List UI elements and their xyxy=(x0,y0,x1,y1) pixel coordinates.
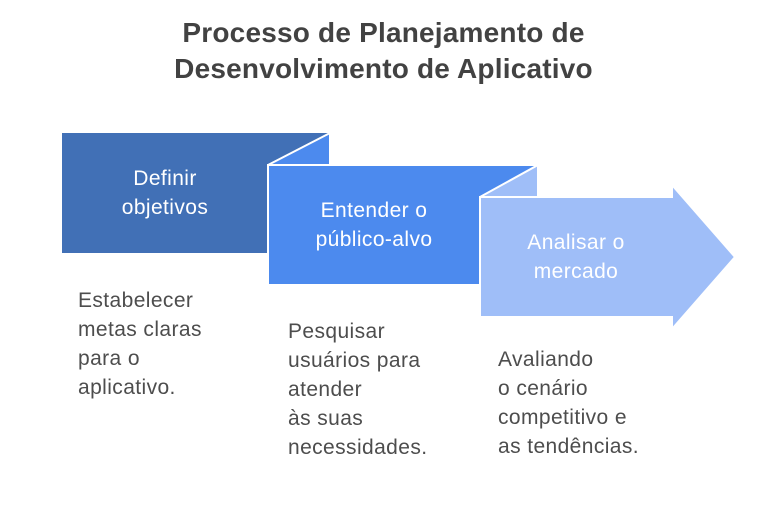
step3-description: Avaliando o cenário competitivo e as ten… xyxy=(498,348,640,458)
step2-label: Entender o público-alvo xyxy=(315,199,433,251)
step1-description: Estabelecer metas claras para o aplicati… xyxy=(78,289,202,399)
step3-arrow xyxy=(479,182,737,332)
step2-description: Pesquisar usuários para atender às suas … xyxy=(288,320,428,459)
step3-label: Analisar o mercado xyxy=(527,231,625,283)
diagram-title: Processo de Planejamento de Desenvolvime… xyxy=(174,17,593,84)
step1-label: Definir objetivos xyxy=(121,167,209,219)
